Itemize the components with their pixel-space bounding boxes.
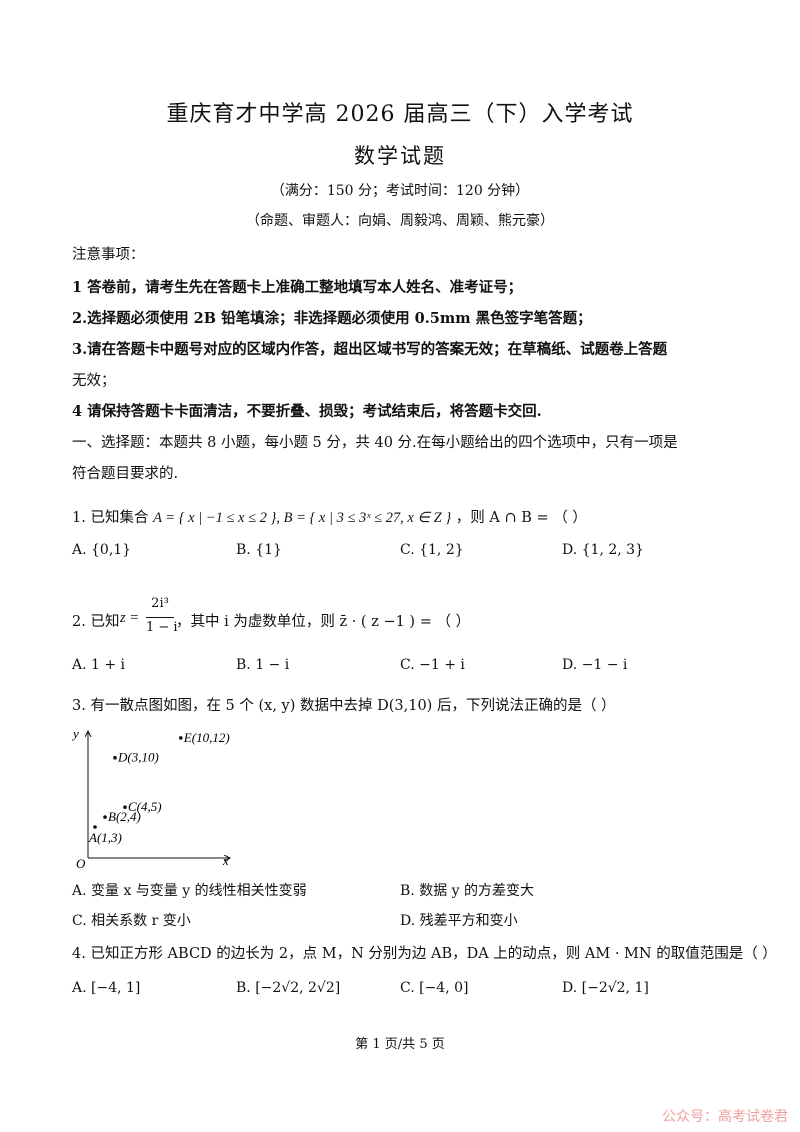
scatter-point [123, 805, 127, 809]
scatter-point [93, 825, 97, 829]
note-2: 2.选择题必须使用 2B 铅笔填涂；非选择题必须使用 0.5mm 黑色签字笔答题… [72, 310, 592, 327]
q2-prefix: 2. 已知 [72, 614, 120, 630]
question-1: 1. 已知集合 A = { x | −1 ≤ x ≤ 2 }, B = { x … [72, 510, 587, 526]
q1-prefix: 1. 已知集合 [72, 510, 149, 526]
q2-option-a: A. 1 + i [72, 657, 126, 673]
q3-option-c: C. 相关系数 r 变小 [72, 913, 191, 929]
q2-option-c: C. −1 + i [400, 657, 465, 673]
scatter-point [179, 736, 183, 740]
q2-z: z = [120, 610, 140, 626]
q4-option-c: C. [−4, 0] [400, 980, 469, 996]
q1-option-b: B. {1} [236, 542, 282, 558]
q4-option-b: B. [−2√2, 2√2] [236, 980, 341, 996]
q1-suffix: ，则 A ∩ B = （ ） [455, 510, 587, 526]
y-axis-label: y [71, 726, 79, 741]
q3-option-b: B. 数据 y 的方差变大 [400, 883, 534, 899]
q2-numerator: 2i³ [151, 596, 169, 611]
scatter-plot: x y O A(1,3) B(2,4)C(4,5) D(3,10) E(10,12) [71, 726, 245, 870]
q3-option-d: D. 残差平方和变小 [400, 913, 518, 929]
scatter-point-label: D(3,10) [117, 750, 159, 765]
origin-label: O [76, 856, 86, 870]
watermark: 公众号：高考试卷君 [662, 1109, 788, 1125]
scatter-point-label: C(4,5) [128, 799, 162, 814]
q1-option-d: D. {1, 2, 3} [562, 542, 644, 558]
note-3a: 3.请在答题卡中题号对应的区域内作答，超出区域书写的答案无效；在草稿纸、试题卷上… [72, 341, 668, 358]
page-number: 第 1 页/共 5 页 [355, 1037, 445, 1052]
q2-option-d: D. −1 − i [562, 657, 628, 673]
q1-set-a: A = { x | −1 ≤ x ≤ 2 } [153, 510, 277, 526]
score-info: （满分：150 分；考试时间：120 分钟） [270, 183, 530, 199]
note-4: 4 请保持答题卡卡面清洁，不要折叠、损毁；考试结束后，将答题卡交回. [72, 403, 542, 420]
question-4: 4. 已知正方形 ABCD 的边长为 2，点 M，N 分别为边 AB，DA 上的… [72, 946, 777, 962]
section-1-line1: 一、选择题：本题共 8 小题，每小题 5 分，共 40 分.在每小题给出的四个选… [72, 435, 678, 451]
exam-subtitle: 数学试题 [354, 144, 446, 168]
q2-fraction-bar [146, 617, 174, 618]
scatter-point [103, 815, 107, 819]
author-info: （命题、审题人：向娟、周毅鸿、周颖、熊元豪） [246, 213, 554, 229]
question-3: 3. 有一散点图如图，在 5 个 (x, y) 数据中去掉 D(3,10) 后，… [72, 698, 616, 714]
q2-denominator: 1 − i [146, 620, 178, 635]
notes-heading: 注意事项： [72, 247, 145, 263]
exam-title: 重庆育才中学高 2026 届高三（下）入学考试 [166, 102, 634, 127]
scatter-point [113, 755, 117, 760]
q4-option-a: A. [−4, 1] [72, 980, 141, 996]
section-1-line2: 符合题目要求的. [72, 466, 179, 482]
scatter-point-label: E(10,12) [183, 730, 230, 745]
scatter-point-label: A(1,3) [88, 830, 122, 845]
q1-set-b: B = { x | 3 ≤ 3ˣ ≤ 27, x ∈ Z } [283, 510, 452, 526]
note-1: 1 答卷前，请考生先在答题卡上准确工整地填写本人姓名、准考证号； [72, 279, 523, 296]
q1-option-a: A. {0,1} [72, 542, 132, 558]
q2-option-b: B. 1 − i [236, 657, 290, 673]
q4-option-d: D. [−2√2, 1] [562, 980, 649, 996]
scatter-points: A(1,3) B(2,4)C(4,5) D(3,10) E(10,12) [88, 730, 230, 845]
q1-option-c: C. {1, 2} [400, 542, 464, 558]
x-axis-label: x [222, 853, 229, 868]
q3-option-a: A. 变量 x 与变量 y 的线性相关性变弱 [72, 883, 307, 899]
scatter-point-label: B(2,4) [108, 809, 141, 824]
q2-suffix: ，其中 i 为虚数单位，则 z̄ · ( z −1 ) = （ ） [176, 614, 471, 630]
note-3b: 无效； [72, 373, 116, 389]
